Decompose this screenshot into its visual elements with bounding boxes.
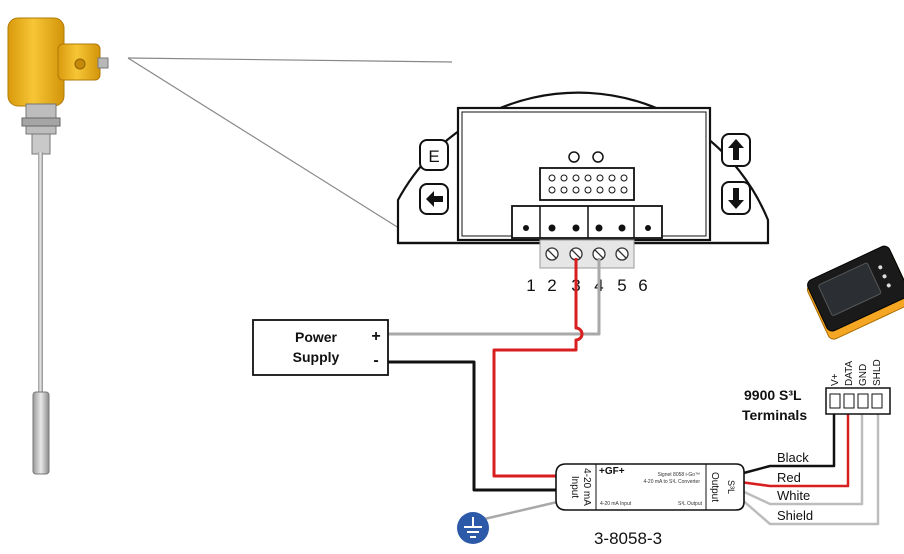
sensor-fitting-nut	[21, 117, 61, 127]
left-arrow-icon	[426, 191, 443, 207]
wire-label-shield: Shield	[777, 508, 813, 523]
terminal-pin-gnd: GND	[858, 364, 869, 386]
converter-input-small: 4-20 mA Input	[600, 501, 632, 507]
converter-output-sub: S³L	[726, 480, 736, 494]
wire-ground	[479, 498, 567, 522]
wire-label-white: White	[777, 488, 810, 503]
terminals-9900: 9900 S³L Terminals V+ DATA GND SHLD	[742, 359, 891, 423]
converter-module: Input 4-20 mA +GF+ Signet 8058 i-Go™ 4-2…	[555, 463, 745, 511]
sensor-probe-weight	[32, 391, 50, 475]
level-sensor	[7, 17, 109, 475]
power-supply-label-line1: Power	[295, 329, 338, 345]
wires	[386, 258, 880, 526]
wire-label-black: Black	[777, 450, 809, 465]
converter-body	[555, 463, 745, 511]
terminal-numbers: 1 2 3 4 5 6	[526, 276, 647, 295]
sensor-cable	[38, 152, 43, 392]
left-button[interactable]	[419, 183, 449, 215]
wire-red-out	[739, 412, 850, 488]
wire-red-loop	[492, 258, 584, 478]
down-arrow-icon	[728, 188, 744, 209]
terminal-number-6: 6	[638, 276, 647, 295]
terminals-title-line1: 9900 S³L	[744, 387, 802, 403]
converter-brand: +GF+	[599, 466, 625, 477]
converter-output-label: Output	[709, 472, 720, 502]
callout-line-top	[127, 57, 453, 63]
wire-label-red: Red	[777, 470, 801, 485]
wire-gray-plus	[386, 258, 601, 336]
sensor-cap-screw	[74, 58, 86, 70]
terminals-title-line2: Terminals	[742, 407, 807, 423]
converter-title-line1: Signet 8058 i-Go™	[657, 472, 700, 478]
display-device-9900	[806, 245, 904, 340]
zoomed-display-panel: E	[396, 91, 770, 269]
wire-shield-out	[739, 412, 880, 526]
callout-line-bottom	[127, 57, 419, 241]
converter-output-small: S³L Output	[678, 501, 703, 507]
sensor-housing	[7, 17, 65, 107]
terminal-number-1: 1	[526, 276, 535, 295]
terminal-pin-data: DATA	[844, 360, 855, 386]
sensor-gland	[97, 57, 109, 69]
wire-black-out	[739, 412, 836, 476]
wire-black-minus	[386, 360, 566, 492]
terminal-block	[511, 205, 663, 269]
power-supply-plus: +	[371, 328, 380, 345]
power-supply-label-line2: Supply	[293, 349, 340, 365]
power-supply-box	[252, 319, 389, 376]
terminal-number-5: 5	[617, 276, 626, 295]
converter-input-label-line1: Input	[569, 476, 580, 498]
e-button-label: E	[428, 147, 439, 166]
wire-labels: Black Red White Shield	[777, 450, 813, 523]
status-led-1	[568, 151, 580, 163]
status-led-2	[592, 151, 604, 163]
power-supply: Power Supply + -	[252, 319, 389, 376]
terminal-number-2: 2	[547, 276, 556, 295]
pin-header	[539, 167, 635, 201]
terminal-pin-vplus: V+	[830, 373, 841, 386]
wire-white-out	[739, 412, 864, 506]
converter-title-line2: 4-20 mA to S³L Converter	[643, 479, 700, 485]
ground-icon	[457, 512, 489, 544]
sensor-neck	[31, 133, 51, 155]
power-supply-minus: -	[373, 352, 378, 369]
converter-input-label-line2: 4-20 mA	[581, 468, 592, 506]
display-device-screen	[818, 262, 882, 316]
terminal-pin-shld: SHLD	[872, 359, 883, 386]
e-button[interactable]: E	[419, 139, 449, 171]
down-button[interactable]	[721, 181, 751, 215]
up-button[interactable]	[721, 133, 751, 167]
up-arrow-icon	[728, 139, 744, 160]
converter-part-number: 3-8058-3	[594, 529, 662, 548]
